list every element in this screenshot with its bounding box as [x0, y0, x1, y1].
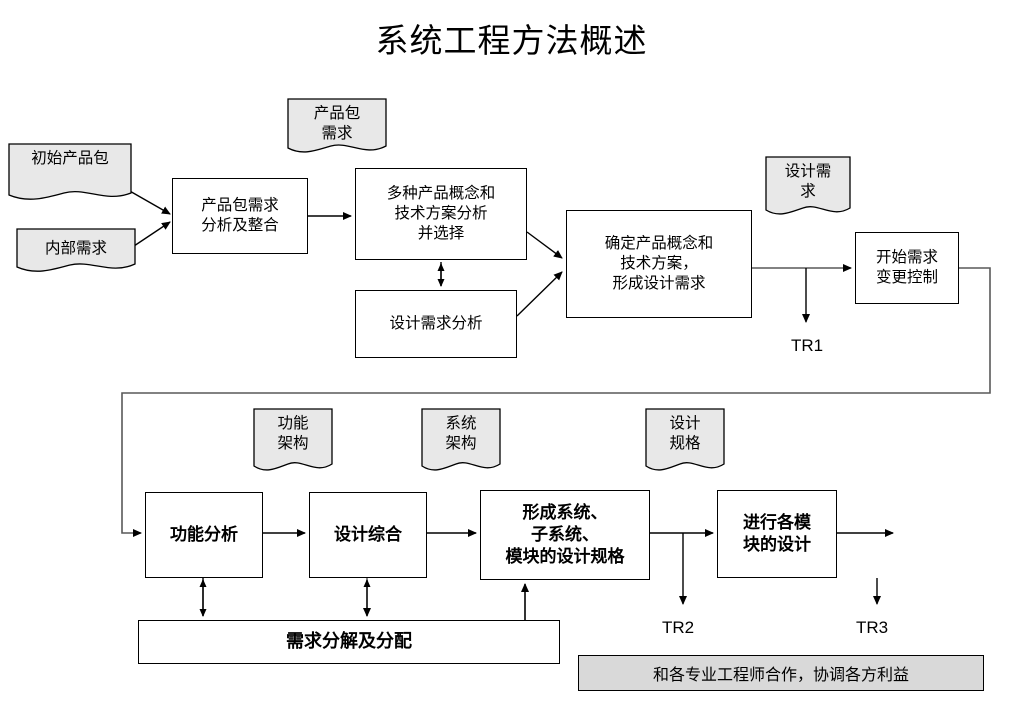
node-start-change-control[interactable]: 开始需求 变更控制 — [855, 232, 959, 304]
doc-label: 设计需 求 — [785, 162, 832, 202]
node-design-synthesis[interactable]: 设计综合 — [309, 492, 427, 578]
doc-label-line1: 功能 — [277, 415, 309, 432]
node-label: 开始需求 变更控制 — [875, 249, 938, 286]
label-tr2: TR2 — [662, 618, 695, 637]
doc-product-package-requirements[interactable]: 产品包 需求 — [287, 98, 387, 160]
node-label: 形成系统、 子系统、 模块的设计规格 — [505, 503, 625, 566]
doc-label: 功能 架构 — [277, 414, 308, 454]
node-label: 进行各模 块的设计 — [743, 513, 811, 554]
node-module-design[interactable]: 进行各模 块的设计 — [717, 490, 837, 578]
node-label: 需求分解及分配 — [286, 631, 412, 652]
doc-label-line1: 设计 — [669, 415, 701, 432]
node-requirement-decomposition[interactable]: 需求分解及分配 — [138, 620, 560, 664]
doc-label-line2: 求 — [800, 183, 816, 201]
node-label: 产品包需求 分析及整合 — [201, 197, 279, 234]
label-tr1: TR1 — [791, 336, 824, 355]
document-shape-icon — [16, 228, 136, 272]
document-shape-icon — [8, 143, 132, 200]
node-concept-tech-analysis[interactable]: 多种产品概念和 技术方案分析 并选择 — [355, 168, 527, 260]
node-form-design-spec[interactable]: 形成系统、 子系统、 模块的设计规格 — [480, 490, 650, 580]
node-label: 初始产品包 — [31, 150, 109, 167]
node-internal-requirements[interactable]: 内部需求 — [16, 228, 136, 276]
node-label: 设计需求分析 — [389, 315, 483, 333]
node-label: 多种产品概念和 技术方案分析 并选择 — [386, 185, 496, 242]
doc-label: 产品包 需求 — [314, 104, 361, 144]
note-collaborate: 和各专业工程师合作，协调各方利益 — [578, 655, 984, 691]
doc-system-architecture[interactable]: 系统 架构 — [421, 408, 501, 478]
node-package-req-analysis[interactable]: 产品包需求 分析及整合 — [172, 178, 308, 254]
doc-label: 系统 架构 — [445, 414, 476, 454]
doc-label-line2: 规格 — [669, 435, 701, 453]
doc-label: 设计 规格 — [669, 414, 700, 454]
node-determine-concept[interactable]: 确定产品概念和 技术方案， 形成设计需求 — [566, 210, 752, 318]
node-label: 内部需求 — [44, 239, 107, 257]
node-functional-analysis[interactable]: 功能分析 — [145, 492, 263, 578]
doc-design-specification[interactable]: 设计 规格 — [645, 408, 725, 478]
label-tr3: TR3 — [856, 618, 889, 637]
node-design-req-analysis[interactable]: 设计需求分析 — [355, 290, 517, 358]
doc-label-line1: 设计需 — [784, 163, 832, 180]
doc-functional-architecture[interactable]: 功能 架构 — [253, 408, 333, 478]
doc-label-line1: 产品包 — [313, 105, 361, 122]
node-label: 功能分析 — [170, 525, 238, 545]
node-initial-product-package[interactable]: 初始产品包 — [8, 143, 132, 205]
doc-label-line2: 架构 — [445, 435, 477, 453]
document-shape-icon — [765, 156, 851, 215]
doc-label-line2: 架构 — [277, 435, 309, 453]
doc-label-line2: 需求 — [321, 125, 353, 143]
document-shape-icon — [287, 98, 387, 153]
page-title: 系统工程方法概述 — [375, 22, 648, 59]
doc-design-requirements[interactable]: 设计需 求 — [765, 156, 851, 222]
note-label: 和各专业工程师合作，协调各方利益 — [652, 667, 909, 684]
node-label: 确定产品概念和 技术方案， 形成设计需求 — [604, 235, 714, 292]
doc-label-line1: 系统 — [445, 415, 477, 432]
node-label: 设计综合 — [334, 525, 402, 545]
